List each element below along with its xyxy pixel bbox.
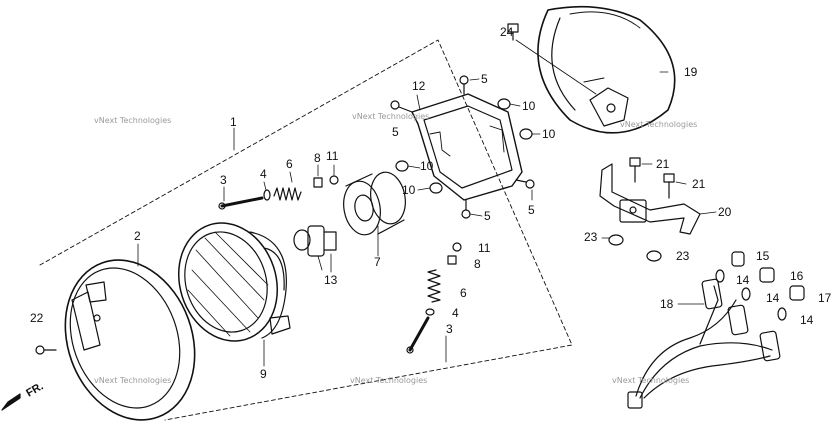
callout: 6 <box>460 286 467 300</box>
front-arrow <box>1 393 21 411</box>
callout: 5 <box>528 203 535 217</box>
callout: 10 <box>402 183 416 197</box>
stay-nut-2 <box>646 250 662 262</box>
washer-upper <box>263 189 271 201</box>
callout: 5 <box>481 72 488 86</box>
headlight-bulb <box>293 225 337 271</box>
stay-nut <box>608 234 624 246</box>
washer-lower <box>425 308 435 316</box>
adjusting-screw-lower <box>406 316 430 354</box>
spring-upper <box>273 187 302 201</box>
headlight-rim <box>64 259 196 421</box>
callout: 8 <box>474 257 481 271</box>
leader-lines <box>137 71 717 367</box>
callout: 4 <box>260 167 267 181</box>
callout: 2 <box>134 229 141 243</box>
callout: 24 <box>500 25 514 39</box>
watermark: vNext Technologies <box>350 376 428 385</box>
cap-upper <box>329 175 339 185</box>
rim-screw <box>35 345 57 355</box>
assembly-boundary <box>39 39 573 421</box>
callout: 22 <box>30 311 44 325</box>
callout: 10 <box>420 159 434 173</box>
callout: 15 <box>756 249 770 263</box>
watermark: vNext Technologies <box>620 120 698 129</box>
spring-lower <box>427 269 441 303</box>
watermark: vNext Technologies <box>352 112 430 121</box>
socket-cover <box>343 171 406 236</box>
callout: 5 <box>484 209 491 223</box>
watermark: vNext Technologies <box>612 376 690 385</box>
callout: 4 <box>452 306 459 320</box>
headlight-case <box>537 5 676 134</box>
callout: 5 <box>392 125 399 139</box>
callout: 9 <box>260 367 267 381</box>
callout: 13 <box>324 273 338 287</box>
callout: 16 <box>790 269 804 283</box>
callout: 19 <box>684 65 698 79</box>
bulb-sockets <box>731 251 805 301</box>
watermark: vNext Technologies <box>94 116 172 125</box>
nut-upper <box>313 177 323 188</box>
callout: 23 <box>676 249 690 263</box>
callout: 11 <box>478 241 491 255</box>
callout: 6 <box>286 157 293 171</box>
callout: 1 <box>230 115 237 129</box>
indicator-bulbs <box>715 269 787 321</box>
callout: 14 <box>800 313 814 327</box>
callout: 10 <box>522 99 536 113</box>
callout: 12 <box>412 79 426 93</box>
callout: 20 <box>718 205 732 219</box>
callout: 14 <box>766 291 780 305</box>
callout: 10 <box>542 127 556 141</box>
callout: 23 <box>584 230 598 244</box>
callout: 14 <box>736 273 750 287</box>
headlight-unit <box>177 222 291 342</box>
adjusting-screw-upper <box>218 196 264 210</box>
callout: 21 <box>692 177 706 191</box>
watermark: vNext Technologies <box>94 376 172 385</box>
callout: 3 <box>220 173 227 187</box>
headlight-stay <box>599 163 701 235</box>
callout: 17 <box>818 291 832 305</box>
callout: 8 <box>314 151 321 165</box>
case-bolt <box>507 23 597 95</box>
callout: 7 <box>374 255 381 269</box>
cap-lower <box>452 242 462 252</box>
nut-lower <box>447 255 457 265</box>
bracket-screws <box>390 75 535 219</box>
stay-bolts <box>629 157 675 199</box>
callout: 21 <box>656 157 670 171</box>
callout: 18 <box>660 297 674 311</box>
wire-harness <box>627 278 781 409</box>
callout: 11 <box>326 149 339 163</box>
mounting-bracket-frame <box>411 93 523 201</box>
callout: 3 <box>446 322 453 336</box>
